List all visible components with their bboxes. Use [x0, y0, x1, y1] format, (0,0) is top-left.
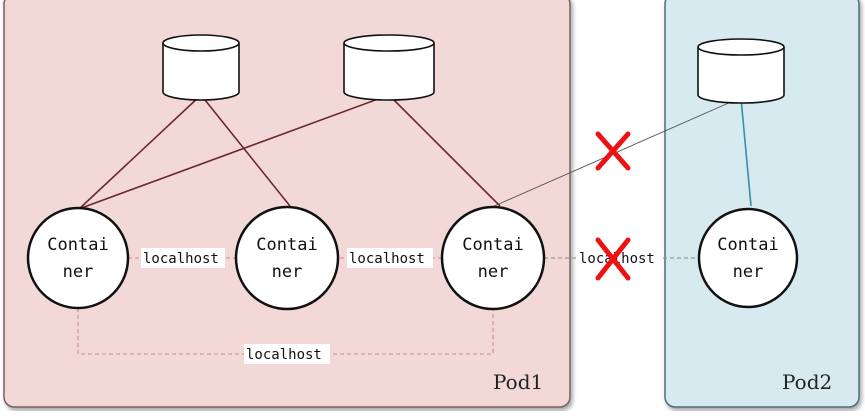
localhost-label-c3-c4: localhost	[579, 251, 655, 267]
volume-v1	[162, 34, 240, 101]
pod2-label: Pod2	[782, 370, 832, 394]
link-v2-c1	[75, 94, 390, 211]
localhost-label-c2-c3: localhost	[349, 251, 425, 267]
container-c3: Contai ner	[440, 205, 546, 311]
link-v1-c2	[200, 94, 291, 207]
link-v2-c3	[388, 94, 501, 207]
container-c1-line1: Contai	[47, 235, 108, 255]
container-c1-line2: ner	[63, 262, 94, 282]
pod1-label: Pod1	[493, 370, 543, 394]
localhost-label-c1-c3: localhost	[246, 347, 322, 363]
container-c4-line1: Contai	[717, 235, 778, 255]
link-v3-c4	[740, 97, 752, 207]
container-c4-line2: ner	[733, 262, 764, 282]
volume-v3	[697, 38, 785, 104]
container-c2-line1: Contai	[256, 235, 317, 255]
volume-v2	[343, 34, 435, 101]
volume-links	[75, 94, 501, 211]
container-c1: Contai ner	[26, 206, 130, 310]
red-x-icon	[595, 131, 631, 171]
container-c3-line1: Contai	[462, 235, 523, 255]
link-v1-c1	[77, 94, 202, 211]
container-c3-line2: ner	[478, 262, 509, 282]
container-c2: Contai ner	[234, 205, 340, 311]
localhost-label-c1-c2: localhost	[143, 251, 219, 267]
red-x-icon	[595, 237, 631, 281]
container-c4: Contai ner	[697, 207, 799, 309]
container-c2-line2: ner	[272, 262, 303, 282]
